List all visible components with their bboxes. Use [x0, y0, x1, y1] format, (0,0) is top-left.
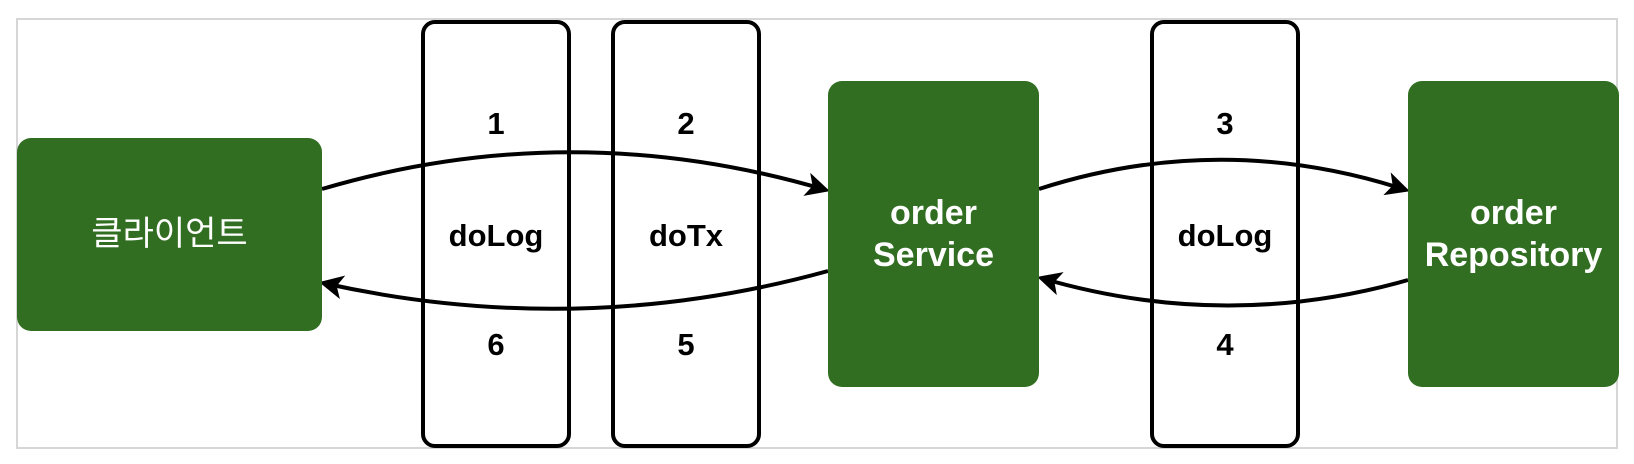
- step-number: 4: [1216, 327, 1234, 362]
- aspect-box-dolog-second: [1150, 20, 1300, 448]
- client-node: 클라이언트: [17, 138, 322, 331]
- arrow-service-to-client: [319, 269, 829, 311]
- step-number: 2: [677, 106, 695, 141]
- step-number: 3: [1216, 106, 1234, 141]
- aspect-box-dotx: [611, 20, 761, 448]
- order-repository-node: order Repository: [1408, 81, 1619, 387]
- step-number: 6: [487, 327, 505, 362]
- aspect-box-dolog-first: [421, 20, 571, 448]
- aspect-label: doLog: [448, 218, 544, 253]
- aspect-label: doTx: [648, 218, 724, 253]
- arrow-client-to-service: [321, 150, 830, 196]
- order-service-node-label: order Service: [873, 193, 994, 275]
- aspect-label: doLog: [1177, 218, 1273, 253]
- step-number: 1: [487, 106, 505, 141]
- arrow-service-to-repository: [1038, 157, 1410, 196]
- step-number: 5: [677, 327, 695, 362]
- arrow-repository-to-service: [1037, 272, 1409, 308]
- order-repository-node-label: order Repository: [1424, 193, 1603, 275]
- order-service-node: order Service: [828, 81, 1039, 387]
- client-node-label: 클라이언트: [91, 215, 248, 254]
